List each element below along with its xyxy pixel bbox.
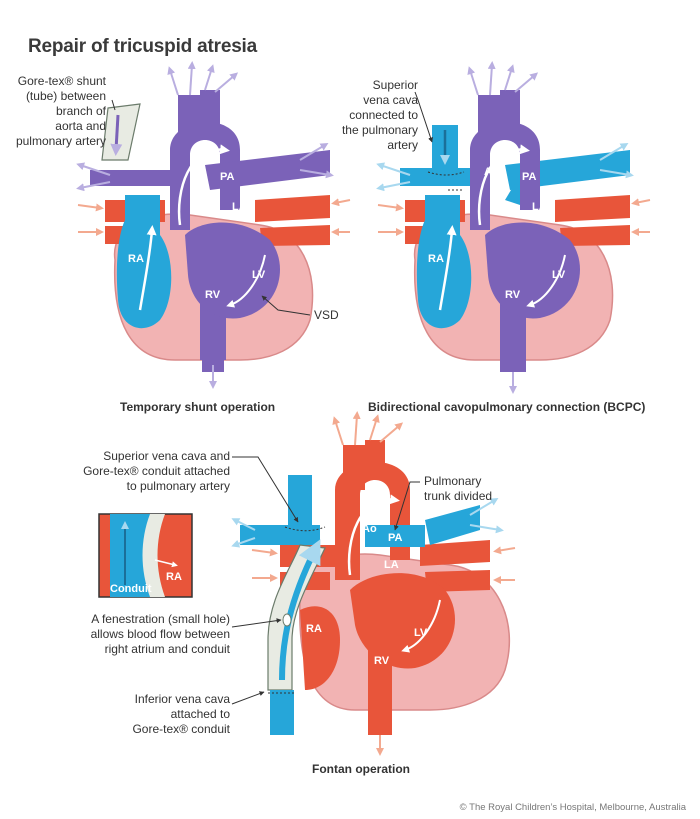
panel2-heart: Ao PA LA RA LV RV (376, 61, 651, 394)
shunt-label-line: pulmonary artery (15, 134, 106, 148)
chamber-ra: RA (128, 253, 144, 265)
svc-connected-label: Superior vena cava connected to the pulm… (320, 78, 418, 153)
chamber-lv: LV (414, 627, 428, 639)
inset-ra-label: RA (166, 571, 182, 583)
fenestration-label: A fenestration (small hole) allows blood… (40, 612, 230, 657)
svc-label-line: vena cava (363, 93, 418, 107)
chamber-la: LA (232, 201, 247, 213)
shunt-label: Gore-tex® shunt (tube) between branch of… (8, 74, 106, 149)
panel3-heart: Ao PA LA RA LV RV (231, 411, 516, 756)
svc-conduit-label-line: Gore-tex® conduit attached (83, 464, 230, 478)
chamber-rv: RV (505, 289, 521, 301)
shunt-label-line: Gore-tex® shunt (17, 74, 106, 88)
svc-conduit-label-line: Superior vena cava and (103, 449, 230, 463)
svc-label-line: connected to (349, 108, 418, 122)
chamber-ra: RA (428, 253, 444, 265)
chamber-rv: RV (374, 655, 390, 667)
chamber-lv: LV (552, 269, 566, 281)
panel2-caption: Bidirectional cavopulmonary connection (… (368, 400, 646, 414)
svc-label-line: artery (387, 138, 418, 152)
ivc-label-line: attached to (170, 707, 230, 721)
ivc-label: Inferior vena cava attached to Gore-tex®… (40, 692, 230, 737)
shunt-label-line: branch of (55, 104, 106, 118)
svc-conduit-label-line: to pulmonary artery (126, 479, 230, 493)
inset-conduit-label: Conduit (110, 583, 152, 595)
fenestration-inset: Conduit RA (98, 513, 193, 598)
shunt-label-line: (tube) between (25, 89, 106, 103)
chamber-ao: Ao (484, 166, 499, 178)
svc-conduit-label: Superior vena cava and Gore-tex® conduit… (40, 449, 230, 494)
panel3-caption: Fontan operation (312, 762, 410, 776)
pulmonary-trunk-label-line: trunk divided (424, 489, 493, 503)
fenestration-label-line: right atrium and conduit (104, 642, 230, 656)
pulmonary-trunk-label: Pulmonary trunk divided (424, 474, 492, 504)
svc-label-line: Superior (372, 78, 418, 92)
chamber-pa: PA (522, 171, 537, 183)
vsd-label: VSD (314, 308, 339, 322)
chamber-ra: RA (306, 623, 322, 635)
shunt-label-line: aorta and (55, 119, 106, 133)
chamber-pa: PA (388, 532, 403, 544)
page-title: Repair of tricuspid atresia (28, 36, 258, 57)
copyright-credit: © The Royal Children’s Hospital, Melbour… (459, 802, 686, 813)
fenestration-label-line: allows blood flow between (90, 627, 230, 641)
fenestration-label-line: A fenestration (small hole) (91, 612, 230, 626)
chamber-ao: Ao (362, 523, 377, 535)
chamber-pa: PA (220, 171, 235, 183)
chamber-rv: RV (205, 289, 221, 301)
chamber-lv: LV (252, 269, 266, 281)
panel1-heart: PA LA RA LV RV (76, 61, 351, 389)
ivc-label-line: Gore-tex® conduit (132, 722, 230, 736)
pulmonary-trunk-label-line: Pulmonary (424, 474, 482, 488)
svc-label-line: the pulmonary (341, 123, 418, 137)
chamber-la: LA (384, 559, 399, 571)
chamber-la: LA (532, 201, 547, 213)
ivc-label-line: Inferior vena cava (134, 692, 230, 706)
panel1-caption: Temporary shunt operation (120, 400, 276, 414)
